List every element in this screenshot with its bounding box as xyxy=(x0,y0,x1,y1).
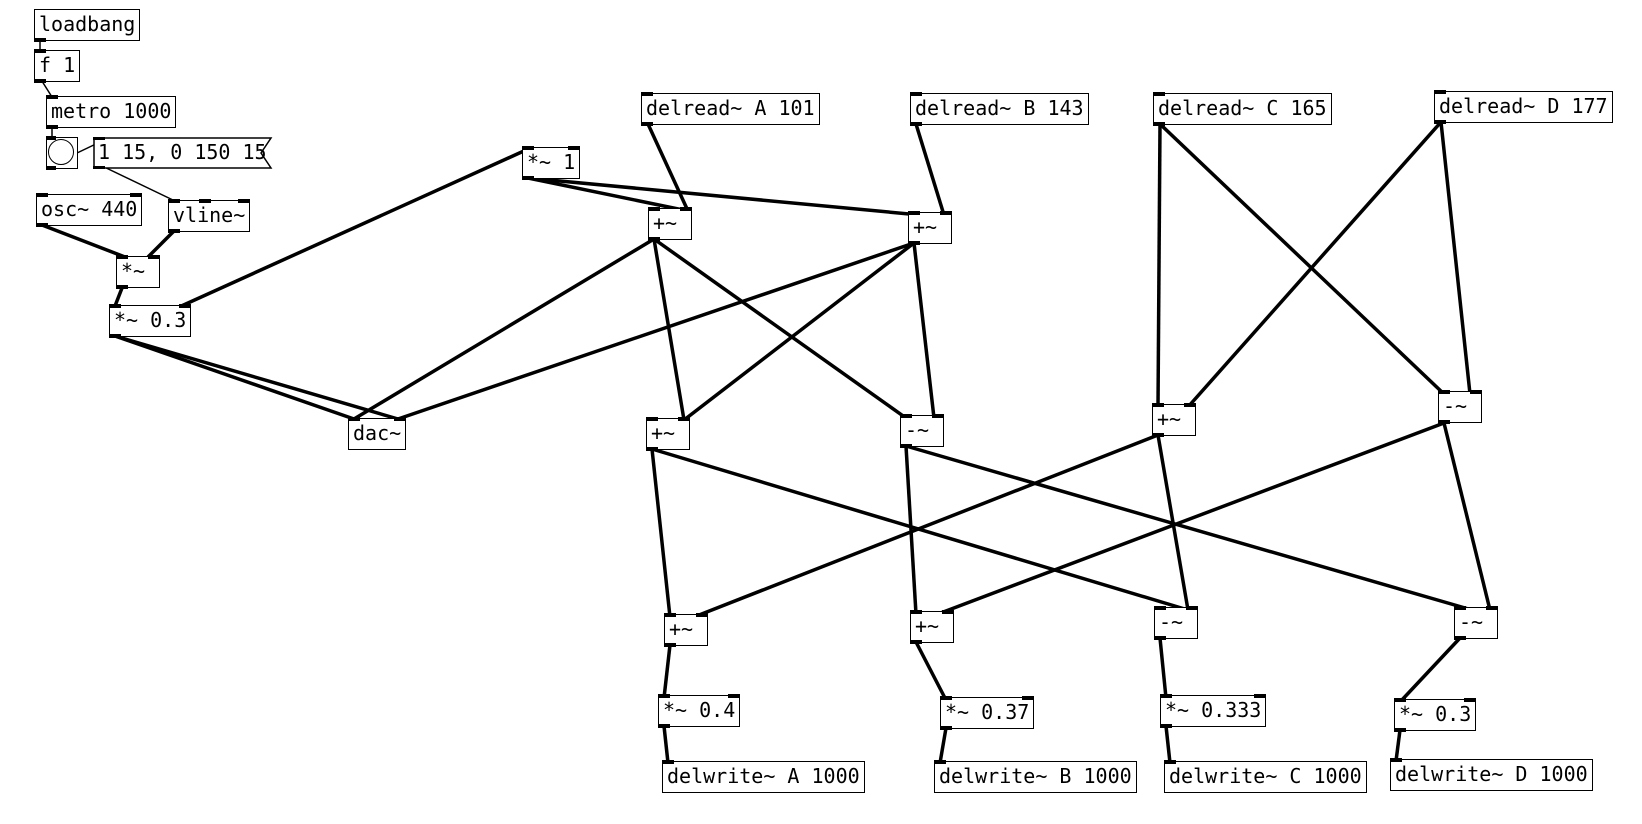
add-a-object[interactable]: +~ xyxy=(648,207,692,241)
volume-multiply-right-inlet[interactable] xyxy=(179,304,192,308)
cord-fb-add-b xyxy=(527,176,921,217)
cord-drc-add-m2 xyxy=(1156,123,1162,408)
cord-add-o2-gain-b xyxy=(914,641,948,701)
add-b-right-inlet[interactable] xyxy=(940,211,952,215)
envelope-multiply-object[interactable]: *~ xyxy=(116,255,160,289)
cord-dra-add-a xyxy=(646,123,690,212)
osc-object[interactable]: osc~ 440 xyxy=(36,193,143,227)
gain-a-right-inlet[interactable] xyxy=(728,694,741,698)
cord-mul-vol xyxy=(113,287,124,307)
message-box-outline xyxy=(93,137,273,169)
cord-vol-dac-l xyxy=(114,334,355,421)
cord-gain-b-dw-b xyxy=(938,727,948,764)
sub-out3-object[interactable]: -~ xyxy=(1154,606,1198,640)
bang-button[interactable] xyxy=(46,136,78,170)
envelope-message[interactable]: 1 15, 0 150 15 xyxy=(93,137,273,169)
add-mix2-right-inlet[interactable] xyxy=(1184,403,1196,407)
dac-object[interactable]: dac~ xyxy=(348,417,407,450)
cord-drd-add-m2 xyxy=(1186,120,1443,409)
add-mix1-right-inlet[interactable] xyxy=(678,417,690,421)
gain-a-object[interactable]: *~ 0.4 xyxy=(658,694,741,728)
add-mix1-object[interactable]: +~ xyxy=(646,417,690,451)
cord-msg-vline xyxy=(99,164,176,202)
cord-add-a-sub-m1 xyxy=(652,237,908,420)
cord-sub-o3-gain-c xyxy=(1158,637,1168,699)
sub-out3-right-inlet[interactable] xyxy=(1186,606,1198,610)
add-b-object[interactable]: +~ xyxy=(908,211,952,245)
delwrite-c-object[interactable]: delwrite~ C 1000 xyxy=(1164,760,1367,793)
add-a-right-inlet[interactable] xyxy=(680,207,692,211)
cord-sub-m1-add-o2 xyxy=(904,445,918,615)
sub-out4-object[interactable]: -~ xyxy=(1454,606,1498,640)
sub-mix1-object[interactable]: -~ xyxy=(900,414,944,448)
cord-add-o1-gain-a xyxy=(662,644,672,699)
feedback-multiply-object[interactable]: *~ 1 xyxy=(522,146,581,180)
vline-middle-inlet[interactable] xyxy=(199,199,211,203)
cord-add-a-dac xyxy=(353,237,655,421)
loadbang-object[interactable]: loadbang xyxy=(34,9,141,42)
gain-c-right-inlet[interactable] xyxy=(1254,694,1267,698)
sub-out4-right-inlet[interactable] xyxy=(1486,606,1498,610)
sub-mix2-right-inlet[interactable] xyxy=(1470,390,1482,394)
cord-sub-m2-sub-o4 xyxy=(1442,422,1492,611)
bang-icon xyxy=(48,139,74,165)
cord-sub-m2-add-o2 xyxy=(937,421,1445,616)
delwrite-d-object[interactable]: delwrite~ D 1000 xyxy=(1390,758,1593,791)
vline-object[interactable]: vline~ xyxy=(168,199,251,233)
delread-c-object[interactable]: delread~ C 165 xyxy=(1153,92,1332,126)
cord-sub-m1-sub-o4 xyxy=(905,444,1473,612)
delread-d-object[interactable]: delread~ D 177 xyxy=(1434,90,1613,124)
cord-add-b-add-m1 xyxy=(682,241,916,422)
gain-b-right-inlet[interactable] xyxy=(1022,696,1035,700)
cord-add-b-dac xyxy=(397,241,915,421)
gain-b-object[interactable]: *~ 0.37 xyxy=(940,696,1035,730)
add-out1-right-inlet[interactable] xyxy=(696,613,708,617)
cord-add-m1-add-o1 xyxy=(650,448,672,618)
delwrite-a-object[interactable]: delwrite~ A 1000 xyxy=(662,760,865,793)
feedback-multiply-right-inlet[interactable] xyxy=(568,146,581,150)
cord-add-m2-sub-o3 xyxy=(1156,434,1190,611)
gain-c-object[interactable]: *~ 0.333 xyxy=(1160,694,1267,728)
sub-mix2-object[interactable]: -~ xyxy=(1438,390,1482,424)
sub-mix1-right-inlet[interactable] xyxy=(932,414,944,418)
cord-drc-sub-m2 xyxy=(1158,122,1446,396)
cord-drb-add-b xyxy=(914,123,946,216)
cord-vline-mul xyxy=(146,228,177,259)
cord-drd-sub-m2 xyxy=(1439,121,1472,395)
dac-right-inlet[interactable] xyxy=(394,417,407,421)
add-out1-object[interactable]: +~ xyxy=(664,613,708,647)
gain-d-object[interactable]: *~ 0.3 xyxy=(1394,698,1477,732)
float-object[interactable]: f 1 xyxy=(34,49,81,83)
message-text: 1 15, 0 150 15 xyxy=(98,140,267,164)
add-out2-right-inlet[interactable] xyxy=(942,610,954,614)
volume-multiply-object[interactable]: *~ 0.3 xyxy=(109,304,192,338)
cord-add-a-add-m1 xyxy=(652,238,686,421)
cord-gain-d-dw-d xyxy=(1394,729,1402,762)
cord-vol-dac-r xyxy=(114,334,399,421)
vline-right-inlet[interactable] xyxy=(238,199,251,203)
delread-b-object[interactable]: delread~ B 143 xyxy=(910,92,1089,126)
cord-sub-o4-gain-d xyxy=(1398,636,1462,704)
delwrite-b-object[interactable]: delwrite~ B 1000 xyxy=(934,760,1137,793)
cord-add-m2-add-o1 xyxy=(693,433,1159,619)
metro-object[interactable]: metro 1000 xyxy=(46,95,177,129)
cord-add-b-sub-m1 xyxy=(912,242,936,419)
gain-d-right-inlet[interactable] xyxy=(1464,698,1477,702)
cord-gain-a-dw-a xyxy=(662,725,670,764)
add-out2-object[interactable]: +~ xyxy=(910,610,954,644)
add-mix2-object[interactable]: +~ xyxy=(1152,403,1196,437)
cord-fb-add-a xyxy=(527,176,689,213)
cord-osc-mul xyxy=(41,223,126,259)
delread-a-object[interactable]: delread~ A 101 xyxy=(641,92,820,126)
osc-right-inlet[interactable] xyxy=(130,193,143,197)
cord-gain-c-dw-c xyxy=(1164,725,1172,764)
envelope-multiply-right-inlet[interactable] xyxy=(148,255,160,259)
